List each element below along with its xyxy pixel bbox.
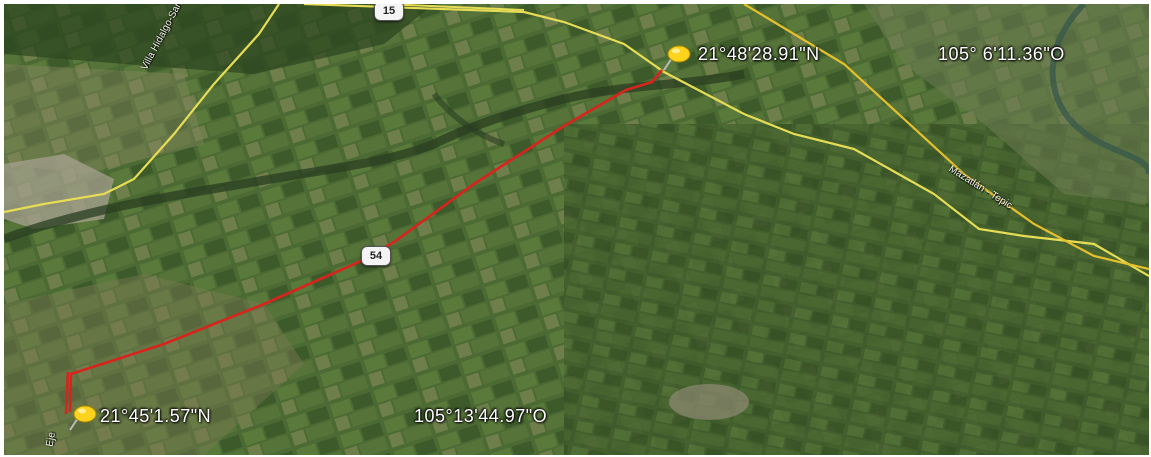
end-latitude-label: 21°48'28.91"N: [698, 44, 820, 64]
start-latitude-label: 21°45'1.57"N: [100, 406, 212, 426]
satellite-map[interactable]: 21°48'28.91"N 105° 6'11.36"O 21°45'1.57"…: [4, 4, 1149, 455]
end-pushpin-icon[interactable]: [658, 44, 692, 74]
end-longitude-label: 105° 6'11.36"O: [938, 44, 1065, 64]
map-terrain: [4, 4, 1149, 455]
highway-54-shield: 54: [361, 246, 391, 266]
highway-15-shield: 15: [374, 4, 404, 21]
start-longitude-label: 105°13'44.97"O: [414, 406, 548, 426]
start-pushpin-icon[interactable]: [64, 404, 98, 434]
